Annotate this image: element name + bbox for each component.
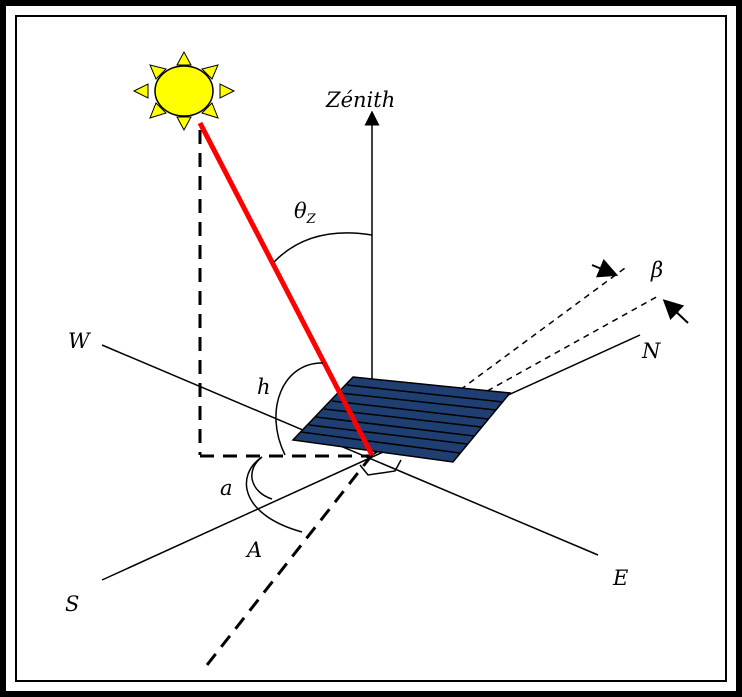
theta-symbol: θ bbox=[294, 199, 307, 223]
zenith-label: Zénith bbox=[325, 88, 395, 112]
azimuth-arc bbox=[245, 456, 303, 533]
sun-ray bbox=[197, 121, 375, 457]
tilt-dashed-line-1 bbox=[371, 267, 626, 456]
south-label: S bbox=[65, 592, 79, 616]
beta-label: β bbox=[650, 258, 663, 282]
west-east-line bbox=[101, 344, 599, 556]
small-azimuth-label: a bbox=[220, 476, 233, 500]
theta-subscript: Z bbox=[306, 212, 317, 227]
theta-arc bbox=[273, 232, 373, 263]
beta-arrow-right bbox=[662, 299, 689, 324]
right-angle-marker bbox=[359, 459, 402, 476]
west-label: W bbox=[68, 329, 92, 353]
north-label: N bbox=[641, 339, 661, 363]
east-label: E bbox=[612, 566, 628, 590]
altitude-arc bbox=[275, 362, 324, 456]
sun-icon bbox=[132, 50, 236, 132]
solar-panel-icon bbox=[291, 376, 512, 463]
theta-label: θZ bbox=[294, 199, 317, 227]
altitude-label: h bbox=[257, 375, 271, 399]
beta-arrow-left bbox=[591, 258, 619, 278]
solar-panel bbox=[291, 376, 512, 463]
inner-border bbox=[15, 15, 727, 682]
azimuth-label: A bbox=[245, 538, 262, 562]
